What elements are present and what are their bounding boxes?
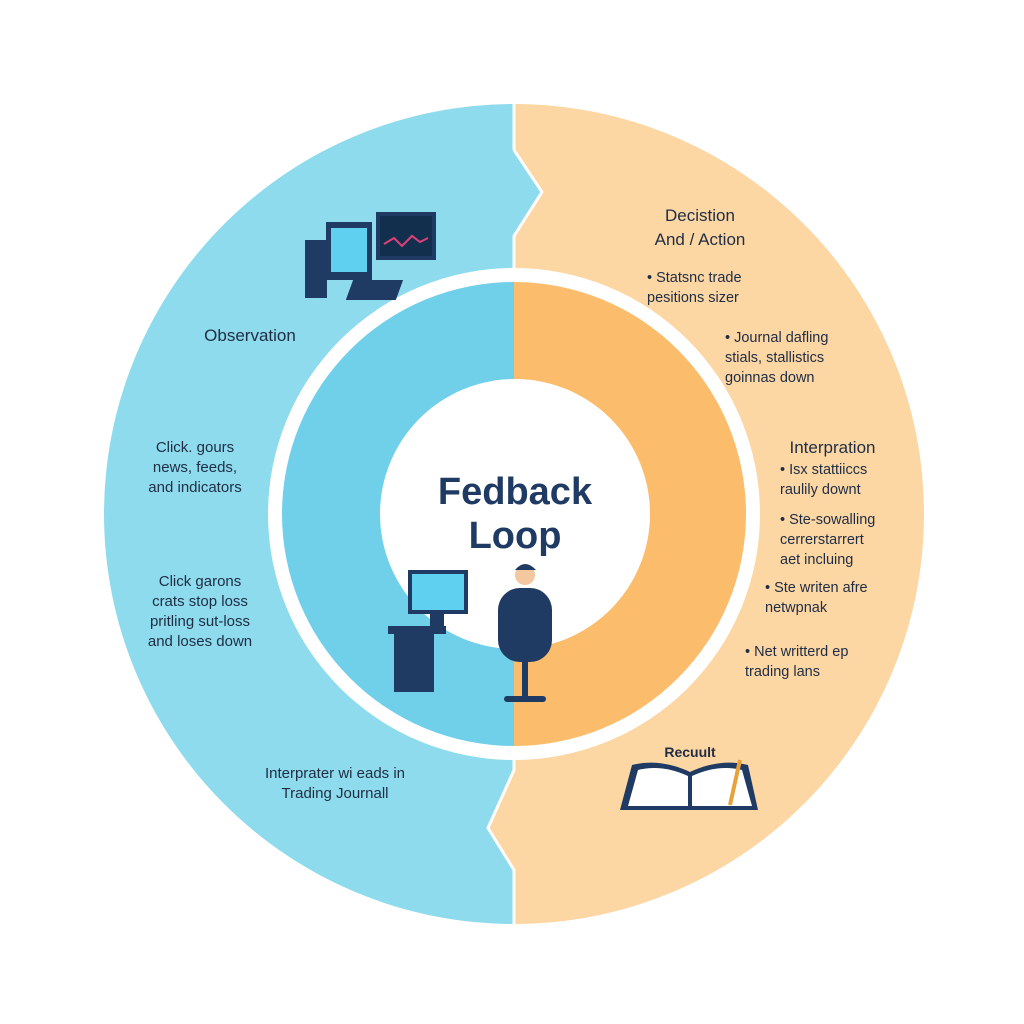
desk-computer-icon [388, 570, 468, 692]
computer-monitors-icon [305, 212, 436, 300]
trading-journal-label: Interprater wi eads in Trading Journall [264, 765, 406, 802]
observation-item: Click garons crats stop loss pritling su… [147, 573, 253, 650]
result-label: Recuult [664, 744, 716, 760]
decision-item: • Statsnc trade pesitions sizer [647, 270, 742, 306]
interpretation-item: • Ste writen afre netwpnak [765, 580, 868, 616]
center-title: Fedback Loop [437, 471, 593, 557]
decision-action-heading: Decistion And / Action [654, 206, 746, 249]
interpretation-item: • Net writterd ep trading lans [745, 644, 849, 680]
observation-heading: Observation [204, 326, 296, 345]
observation-item: Click. gours news, feeds, and indicators [148, 439, 242, 496]
decision-item: • Journal dafling stials, stallistics go… [725, 330, 829, 386]
person-icon [498, 564, 552, 702]
interpretation-heading: Interpration [789, 438, 876, 457]
open-book-icon [620, 759, 758, 810]
interpretation-item: • Isx stattiiccs raulily downt [780, 462, 868, 498]
interpretation-item: • Ste-sowalling cerrerstarrert aet inclu… [780, 512, 876, 568]
